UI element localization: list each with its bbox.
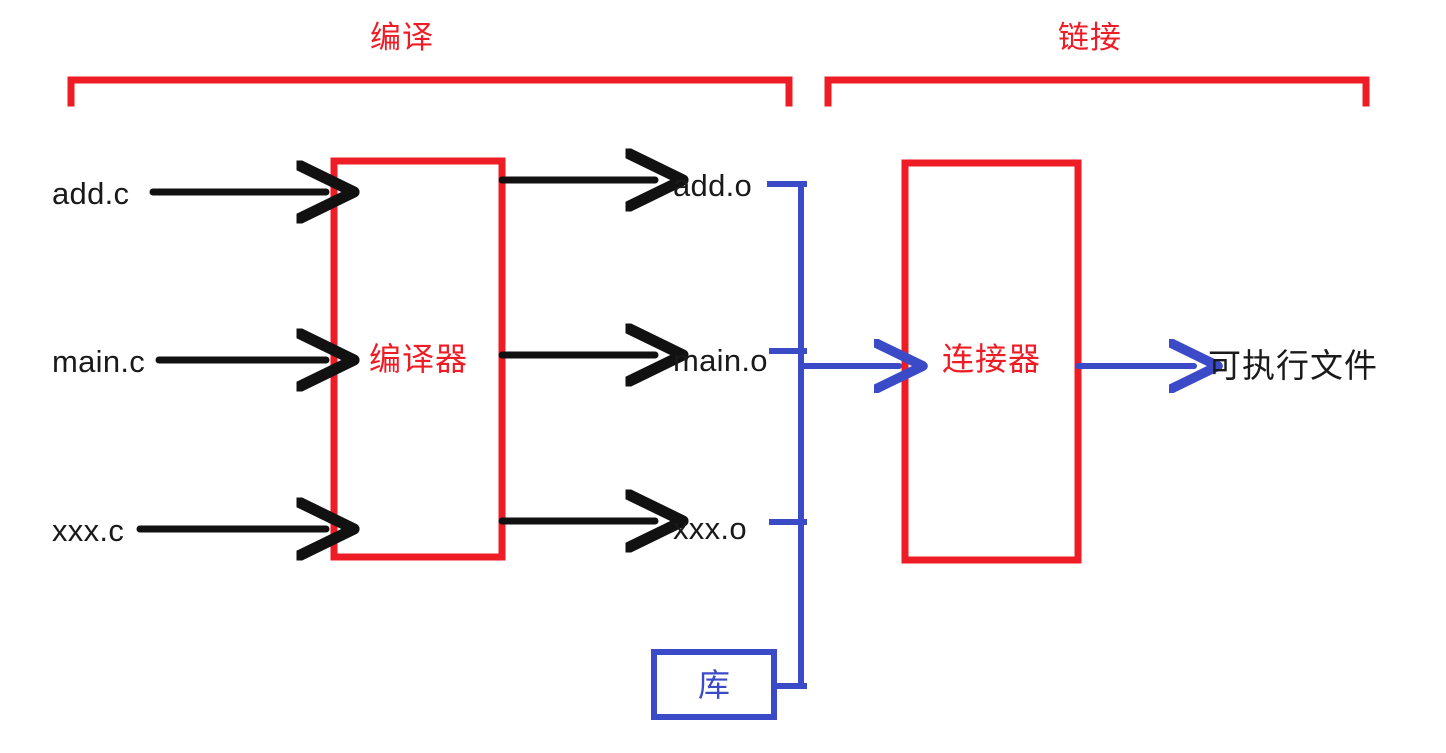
- compiler-to-object-arrows: [498, 180, 655, 521]
- object-bus-blue: [767, 181, 899, 689]
- compile-phase-bracket: [67, 76, 793, 107]
- link-phase-bracket: [824, 76, 1370, 107]
- source-label-xxx-c: xxx.c: [52, 513, 125, 548]
- object-label-main-o: main.o: [673, 343, 768, 378]
- source-to-compiler-arrows: [136, 192, 326, 529]
- object-label-add-o: add.o: [673, 168, 753, 203]
- executable-output-label: 可执行文件: [1208, 347, 1378, 384]
- linker-label: 连接器: [942, 341, 1042, 377]
- source-label-add-c: add.c: [52, 176, 130, 211]
- object-label-xxx-o: xxx.o: [673, 511, 747, 546]
- compiler-label: 编译器: [369, 341, 469, 377]
- link-phase-label: 链接: [1058, 20, 1122, 55]
- library-label: 库: [698, 667, 732, 703]
- compile-phase-label: 编译: [370, 20, 434, 55]
- source-label-main-c: main.c: [52, 344, 146, 379]
